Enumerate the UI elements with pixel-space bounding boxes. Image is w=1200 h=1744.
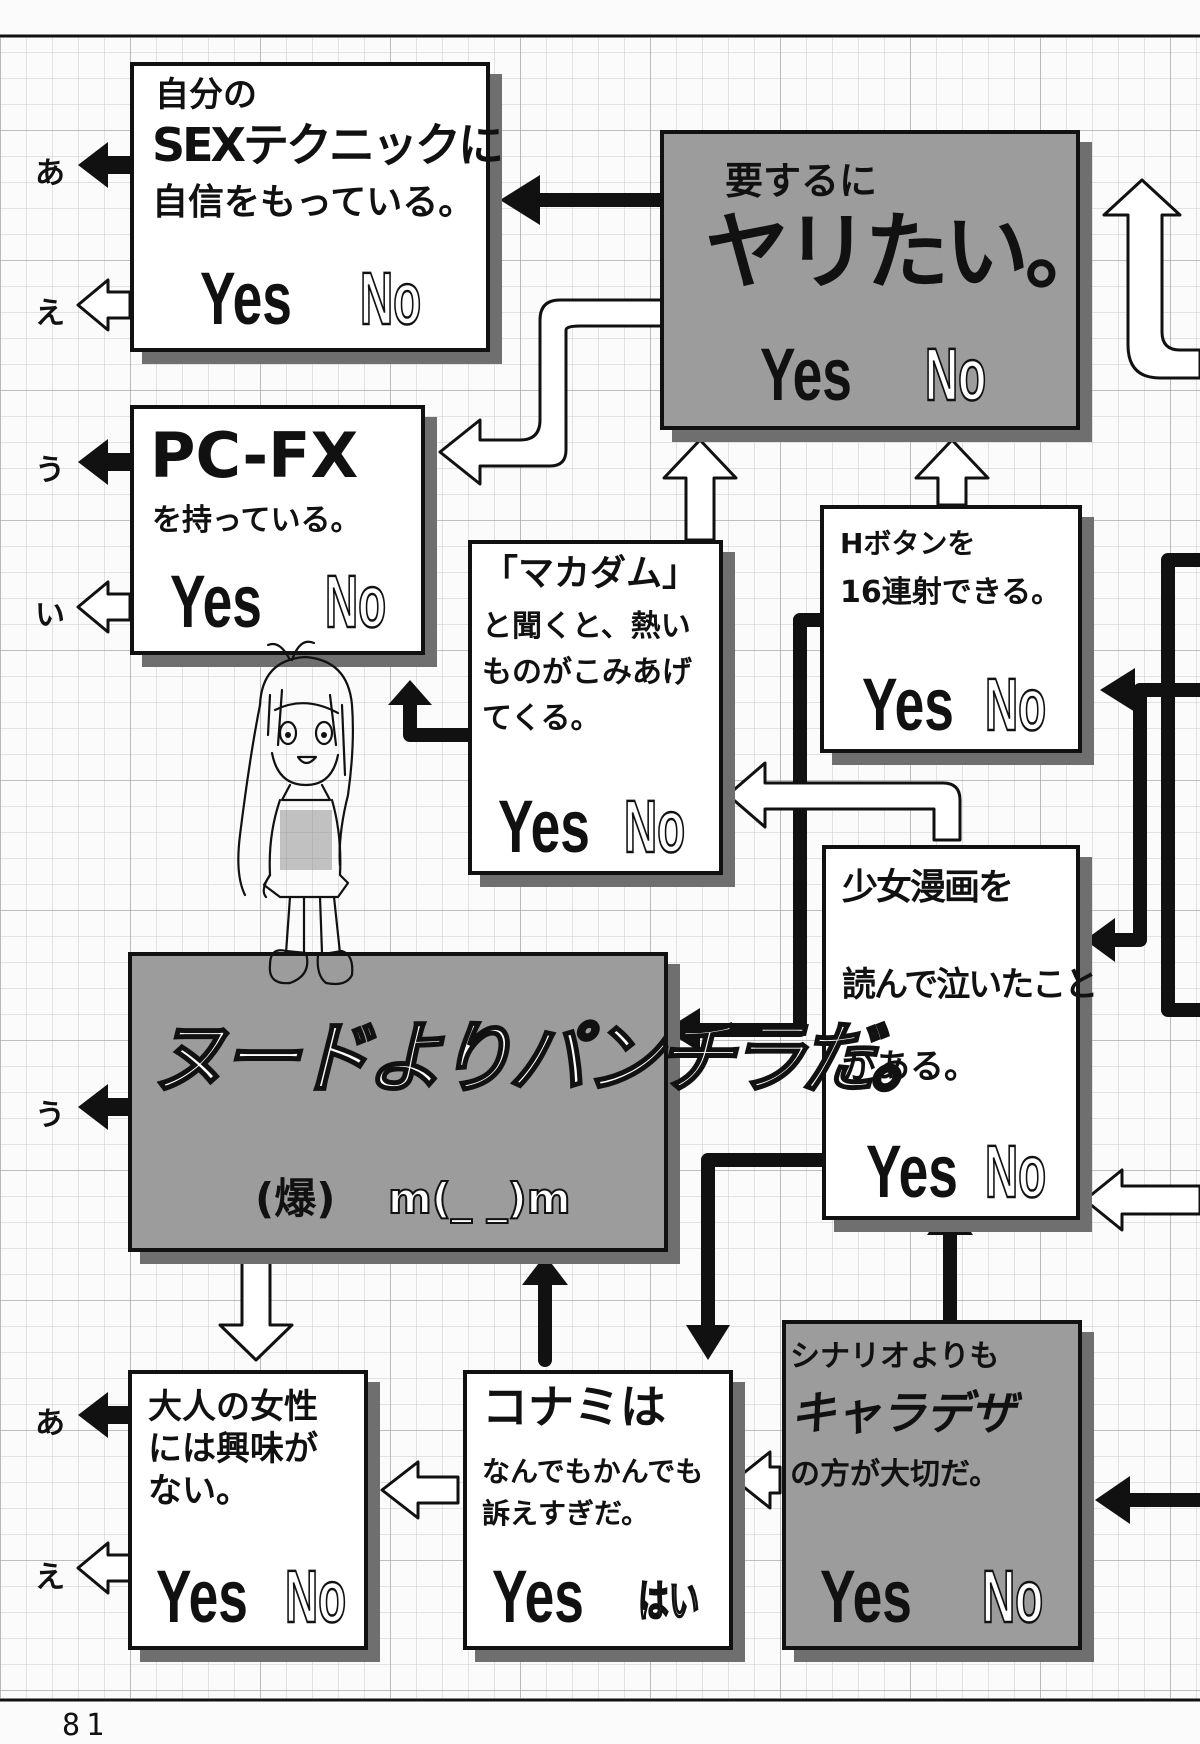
- anime-girl-illustration: [237, 640, 354, 986]
- no-label: No: [981, 1555, 1044, 1638]
- result-label-i: い: [35, 598, 65, 633]
- box-nude-title: ヌードよりパンチラだ。: [149, 1014, 950, 1104]
- box-hbutton: [820, 505, 1082, 753]
- box-sex-technique: [130, 62, 490, 352]
- result-label-e: え: [35, 296, 65, 331]
- box-hbutton-line2: 16連射できる。: [840, 575, 1062, 610]
- result-label-u: う: [35, 1098, 65, 1133]
- box-shoujo-manga: [822, 845, 1080, 1220]
- yes-label: Yes: [862, 663, 954, 746]
- box-makadamu-line3: ものがこみあげ: [482, 655, 692, 690]
- box-otona-line2: には興味が: [148, 1429, 318, 1469]
- box-konami-line3: 訴えすぎだ。: [482, 1497, 650, 1530]
- no-label: No: [324, 560, 387, 643]
- box-shoujo-line2: 読んで泣いたこと: [842, 965, 1098, 1005]
- box-konami: [463, 1370, 733, 1650]
- box-yaritai: [660, 130, 1080, 430]
- no-label: No: [359, 257, 422, 340]
- box-nude-panchira: [128, 952, 668, 1252]
- box-konami-line1: コナミは: [482, 1380, 666, 1434]
- yes-label: Yes: [200, 257, 292, 340]
- box-makadamu-title: 「マカダム」: [482, 553, 699, 594]
- box-sex-technique-line2: SEXテクニックに: [152, 118, 504, 172]
- box-yaritai-line2: ヤリたい。: [705, 203, 1109, 301]
- result-label-a: あ: [35, 1406, 65, 1441]
- result-label-a: あ: [35, 156, 65, 191]
- hai-label: はい: [637, 1576, 700, 1627]
- yes-label: Yes: [866, 1130, 958, 1213]
- no-label: No: [284, 1555, 347, 1638]
- page-number: 81: [62, 1708, 111, 1743]
- no-label: No: [924, 333, 987, 416]
- yes-label: Yes: [498, 785, 590, 868]
- box-pcfx: [130, 405, 425, 655]
- box-shoujo-line3: がある。: [842, 1047, 978, 1087]
- box-makadamu-line2: と聞くと、熱い: [482, 609, 691, 644]
- result-label-e: え: [35, 1560, 65, 1595]
- box-chara-line2: キャラデザ: [790, 1386, 1016, 1440]
- box-konami-line2: なんでもかんでも: [482, 1455, 704, 1488]
- box-shoujo-line1: 少女漫画を: [842, 867, 1014, 908]
- yes-label: Yes: [170, 560, 262, 643]
- box-chara-line3: の方が大切だ。: [790, 1457, 1000, 1492]
- box-pcfx-title: PC-FX: [150, 419, 359, 492]
- box-otona-line1: 大人の女性: [148, 1387, 318, 1427]
- box-otona-josei: [128, 1370, 368, 1650]
- result-label-u: う: [35, 453, 65, 488]
- box-chara-design: [782, 1320, 1082, 1650]
- box-sex-technique-line3: 自信をもっている。: [152, 182, 475, 223]
- yes-label: Yes: [492, 1555, 584, 1638]
- yes-label: Yes: [820, 1555, 912, 1638]
- no-label: No: [984, 1130, 1047, 1213]
- box-sex-technique-line1: 自分の: [155, 75, 257, 115]
- box-makadamu: [468, 540, 723, 875]
- box-makadamu-line4: てくる。: [482, 701, 601, 736]
- no-label: No: [623, 785, 686, 868]
- box-pcfx-line2: を持っている。: [152, 503, 361, 538]
- box-nude-sub-right: m(_ _)m: [387, 1174, 572, 1223]
- yes-label: Yes: [156, 1555, 248, 1638]
- yes-label: Yes: [760, 333, 852, 416]
- no-label: No: [984, 663, 1047, 746]
- box-otona-line3: ない。: [148, 1471, 250, 1511]
- box-nude-sub-left: (爆): [255, 1174, 336, 1223]
- box-hbutton-line1: Hボタンを: [840, 527, 976, 560]
- box-yaritai-line1: 要するに: [725, 159, 878, 203]
- box-chara-line1: シナリオよりも: [790, 1339, 1000, 1374]
